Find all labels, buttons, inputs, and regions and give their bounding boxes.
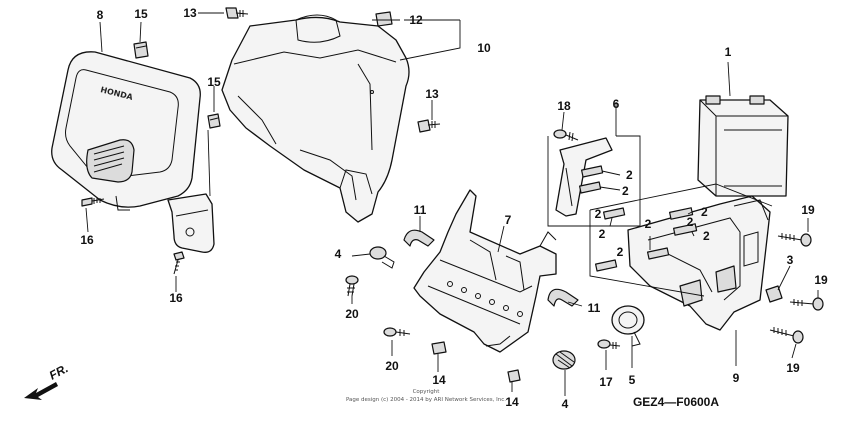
callout-16[interactable]: 16	[169, 291, 183, 305]
battery-case-part[interactable]	[627, 195, 771, 331]
battery-band-part[interactable]	[555, 137, 613, 217]
leader-lines	[85, 12, 819, 396]
callout-19[interactable]: 19	[801, 203, 815, 217]
callout-labels: 1 2 2 2 2 2 2 2 2 2 3 4 4 5 6 7 8 9 10 1…	[80, 6, 828, 411]
callout-9[interactable]: 9	[733, 371, 740, 385]
bolt-13-top[interactable]	[225, 7, 249, 19]
callout-2[interactable]: 2	[687, 215, 694, 229]
callout-2[interactable]: 2	[703, 229, 710, 243]
bolt-19-lower[interactable]	[769, 327, 804, 344]
bolt-18[interactable]	[553, 129, 579, 142]
screw-16-left[interactable]	[81, 197, 105, 207]
bolt-19-upper[interactable]	[777, 233, 812, 247]
callout-11[interactable]: 11	[588, 301, 601, 315]
clamp-11-lower[interactable]	[547, 288, 579, 307]
arrow-icon	[24, 382, 58, 400]
callout-2[interactable]: 2	[622, 184, 629, 198]
nut-14-lower[interactable]	[507, 369, 521, 383]
callout-16[interactable]: 16	[80, 233, 94, 247]
bolt-20-lower[interactable]	[383, 327, 411, 337]
part-6-group-box	[547, 135, 641, 227]
front-direction-arrow: FR.	[24, 361, 70, 400]
clamp-11-upper[interactable]	[403, 229, 435, 247]
callout-19[interactable]: 19	[786, 361, 800, 375]
copyright-title: Copyright	[413, 389, 441, 395]
callout-19[interactable]: 19	[814, 273, 828, 287]
callout-20[interactable]: 20	[345, 307, 359, 321]
clip-nut-15-right[interactable]	[207, 113, 221, 129]
battery-part[interactable]	[697, 95, 789, 197]
callout-3[interactable]: 3	[787, 253, 794, 267]
screw-16-lower[interactable]	[173, 251, 185, 275]
callout-4[interactable]: 4	[335, 247, 342, 261]
cushion-4-lower[interactable]	[552, 350, 576, 370]
collar-3[interactable]	[765, 285, 783, 303]
callout-6[interactable]: 6	[613, 97, 620, 111]
callout-11[interactable]: 11	[414, 203, 427, 217]
bracket-part[interactable]	[413, 189, 557, 353]
callout-5[interactable]: 5	[629, 373, 636, 387]
callout-2[interactable]: 2	[626, 168, 633, 182]
bolt-19-middle[interactable]	[789, 297, 824, 311]
callout-2[interactable]: 2	[617, 245, 624, 259]
callout-4[interactable]: 4	[562, 397, 569, 411]
bolt-20-upper[interactable]	[345, 275, 359, 297]
callout-2[interactable]: 2	[701, 205, 708, 219]
callout-18[interactable]: 18	[557, 99, 571, 113]
part-9-group-box	[589, 183, 773, 297]
rear-cover-part[interactable]	[221, 14, 410, 223]
clip-nut-15-top[interactable]	[133, 41, 149, 59]
callout-14[interactable]: 14	[505, 395, 519, 409]
rubber-pads[interactable]	[578, 165, 698, 272]
callout-2[interactable]: 2	[645, 217, 652, 231]
cover-stay-part[interactable]	[167, 193, 215, 253]
callout-7[interactable]: 7	[505, 213, 512, 227]
callout-13[interactable]: 13	[425, 87, 439, 101]
nut-14-upper[interactable]	[431, 341, 447, 355]
direction-label: FR.	[47, 361, 71, 382]
cushion-4-upper[interactable]	[369, 246, 395, 269]
callout-17[interactable]: 17	[599, 375, 613, 389]
copyright-notice: Page design (c) 2004 - 2014 by ARI Netwo…	[346, 397, 506, 403]
horn-part[interactable]	[611, 305, 645, 347]
bolt-17[interactable]	[597, 339, 621, 349]
callout-15[interactable]: 15	[207, 75, 221, 89]
front-cover-part[interactable]: HONDA	[51, 51, 201, 211]
callout-15[interactable]: 15	[134, 7, 148, 21]
callout-2[interactable]: 2	[599, 227, 606, 241]
clip-12[interactable]	[375, 11, 393, 27]
callout-20[interactable]: 20	[385, 359, 399, 373]
callout-10[interactable]: 10	[477, 41, 491, 55]
callout-13[interactable]: 13	[183, 6, 197, 20]
callout-1[interactable]: 1	[725, 45, 732, 59]
bolt-13-right[interactable]	[417, 119, 441, 133]
callout-2[interactable]: 2	[595, 207, 602, 221]
callout-14[interactable]: 14	[432, 373, 446, 387]
diagram-code: GEZ4—F0600A	[633, 395, 719, 409]
callout-8[interactable]: 8	[97, 8, 104, 22]
callout-12[interactable]: 12	[409, 13, 423, 27]
